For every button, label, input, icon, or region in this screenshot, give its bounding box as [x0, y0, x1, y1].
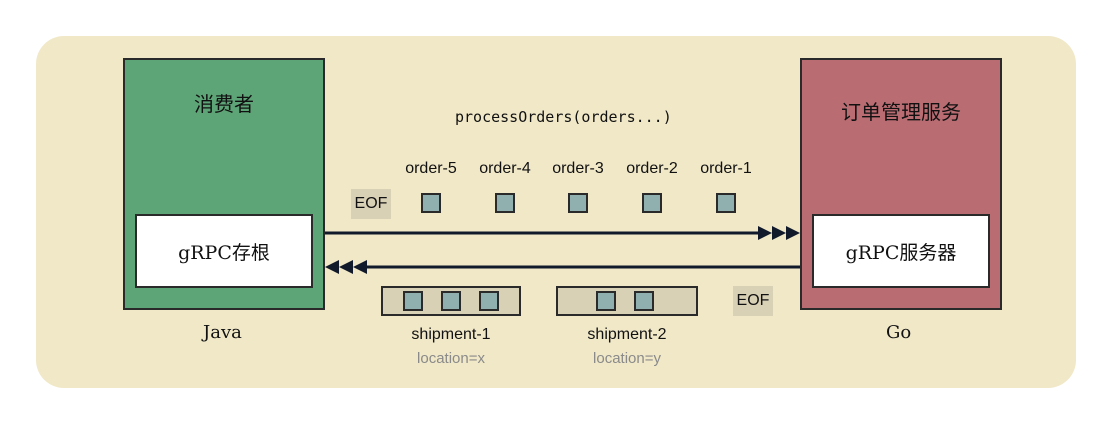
shipment-name: shipment-2	[587, 326, 667, 343]
order-label: order-5	[405, 160, 457, 177]
service-box: 订单管理服务 gRPC服务器	[800, 58, 1002, 310]
response-arrow-head	[339, 260, 353, 274]
shipment-location: location=y	[593, 350, 661, 367]
service-title: 订单管理服务	[841, 100, 961, 124]
response-arrow-head	[325, 260, 339, 274]
order-message	[495, 193, 515, 213]
service-language: Go	[886, 322, 912, 343]
order-message	[716, 193, 736, 213]
consumer-title: 消费者	[194, 92, 254, 116]
consumer-language: Java	[203, 322, 242, 343]
shipment-order	[634, 291, 654, 311]
shipment-message	[381, 286, 521, 316]
order-label: order-1	[700, 160, 752, 177]
shipment-order	[441, 291, 461, 311]
order-label: order-4	[479, 160, 531, 177]
order-message	[568, 193, 588, 213]
request-arrow-head	[772, 226, 786, 240]
order-message	[642, 193, 662, 213]
shipment-message	[556, 286, 698, 316]
response-arrow-head	[353, 260, 367, 274]
request-arrow-head	[758, 226, 772, 240]
shipment-name: shipment-1	[411, 326, 491, 343]
shipment-order	[596, 291, 616, 311]
order-label: order-3	[552, 160, 604, 177]
response-eof-marker: EOF	[733, 286, 773, 316]
shipment-location: location=x	[417, 350, 485, 367]
shipment-order	[403, 291, 423, 311]
request-arrow-head	[786, 226, 800, 240]
consumer-box: 消费者 gRPC存根	[123, 58, 325, 310]
shipment-order	[479, 291, 499, 311]
grpc-server-box: gRPC服务器	[812, 214, 990, 288]
request-eof-marker: EOF	[351, 189, 391, 219]
order-message	[421, 193, 441, 213]
grpc-stub-box: gRPC存根	[135, 214, 313, 288]
order-label: order-2	[626, 160, 678, 177]
rpc-method-label: processOrders(orders...)	[455, 108, 672, 126]
